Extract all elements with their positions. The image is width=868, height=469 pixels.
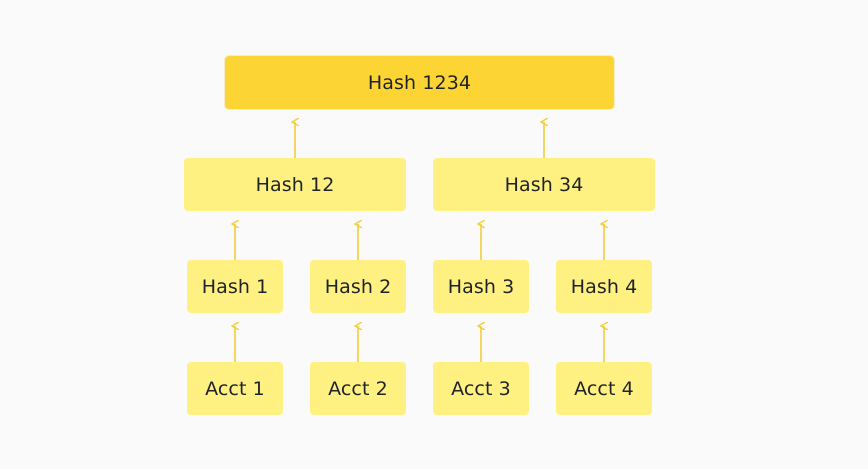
acct-3-node: Acct 3 (433, 362, 529, 415)
root-hash-node: Hash 1234 (225, 56, 614, 109)
hash-1-node: Hash 1 (187, 260, 283, 313)
hash-34-node: Hash 34 (433, 158, 655, 211)
acct-1-node: Acct 1 (187, 362, 283, 415)
hash-2-node: Hash 2 (310, 260, 406, 313)
hash-4-node: Hash 4 (556, 260, 652, 313)
hash-3-node: Hash 3 (433, 260, 529, 313)
hash-12-node: Hash 12 (184, 158, 406, 211)
acct-4-node: Acct 4 (556, 362, 652, 415)
acct-2-node: Acct 2 (310, 362, 406, 415)
